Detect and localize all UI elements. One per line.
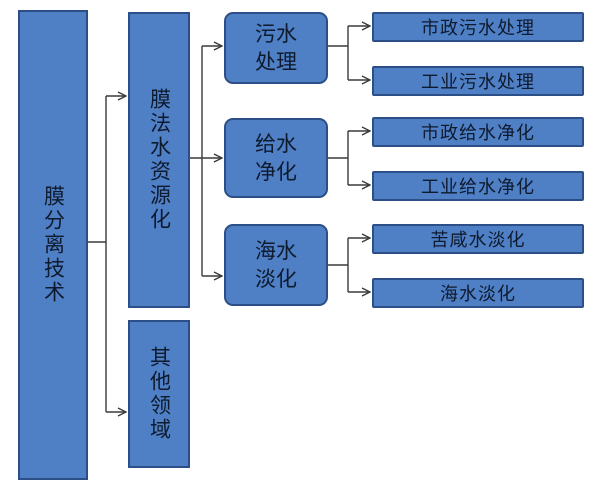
connector-root-trunk — [88, 96, 107, 412]
leaf-brackish-water-desalination: 苦咸水淡化 — [372, 224, 584, 254]
node-sewage-treatment: 污水 处理 — [224, 12, 328, 84]
node-membrane-water-reuse: 膜法水资源化 — [128, 12, 190, 308]
root-node: 膜分离技术 — [18, 10, 88, 480]
node-other-fields: 其他领域 — [128, 320, 190, 468]
leaf-industrial-water-supply: 工业给水净化 — [372, 171, 584, 201]
connector-sewage-trunk — [328, 26, 349, 80]
leaf-municipal-sewage: 市政污水处理 — [372, 12, 584, 42]
connector-desal-trunk — [328, 238, 349, 292]
leaf-municipal-water-supply: 市政给水净化 — [372, 117, 584, 147]
leaf-industrial-sewage: 工业污水处理 — [372, 66, 584, 96]
connector-supply-trunk — [328, 131, 349, 185]
node-desalination: 海水 淡化 — [224, 224, 328, 306]
node-water-supply-purification: 给水 净化 — [224, 118, 328, 198]
leaf-seawater-desalination: 海水淡化 — [372, 278, 584, 308]
connector-level1-trunk — [190, 46, 203, 276]
